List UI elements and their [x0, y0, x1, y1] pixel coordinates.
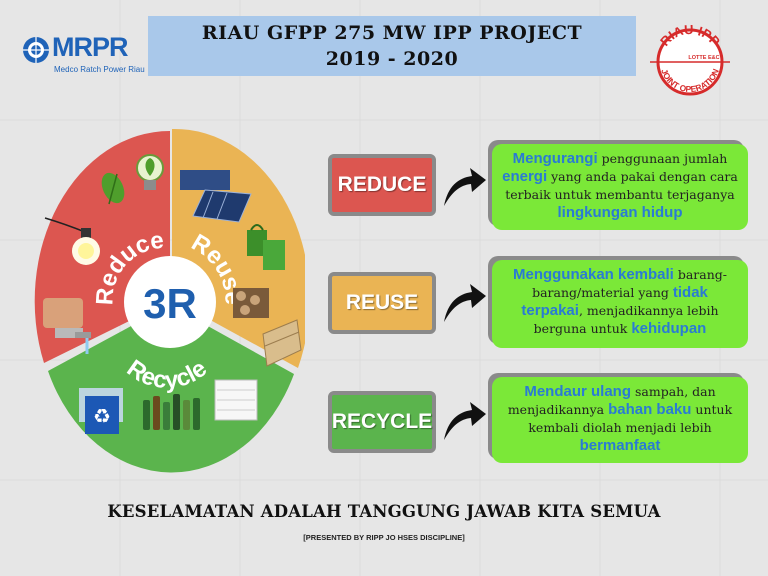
description-text: barang-barang/material yang: [532, 267, 727, 300]
keyword: Menggunakan kembali: [512, 266, 674, 283]
description-text: , menjadikannya lebih berguna untuk: [533, 303, 719, 336]
description-text: penggunaan jumlah: [597, 151, 728, 166]
faucet-icon: [43, 298, 91, 354]
pallets-icon: [262, 319, 302, 367]
svg-text:♻: ♻: [93, 404, 111, 428]
description-text: sampah, dan menjadikannya: [507, 384, 716, 417]
mrpr-subtitle: Medco Ratch Power Riau: [54, 65, 145, 74]
description-text: untuk kembali diolah menjadi lebih: [528, 402, 733, 435]
recycle-description: Mendaur ulang sampah, dan menjadikannya …: [492, 377, 748, 463]
keyword: Mengurangi: [512, 150, 598, 167]
keyword: kehidupan: [631, 320, 707, 337]
mrpr-emblem-icon: [23, 37, 49, 63]
arrow-recycle-icon: [444, 402, 486, 440]
keyword: bermanfaat: [579, 437, 661, 454]
arrow-reduce-icon: [444, 168, 486, 206]
project-years: 2019 - 2020: [325, 48, 459, 70]
reusable-bags-icon: [247, 224, 285, 270]
mrpr-brand: MRPR: [52, 32, 128, 62]
leaf-icon: [101, 172, 125, 205]
mrpr-logo: MRPR Medco Ratch Power Riau: [22, 32, 145, 82]
bottles-icon: [143, 394, 200, 430]
recycle-bin-icon: ♻: [79, 388, 123, 434]
reduce-description: Mengurangi penggunaan jumlah energi yang…: [492, 144, 748, 230]
project-title: RIAU GFPP 275 MW IPP PROJECT: [201, 22, 583, 44]
light-bulb-icon: [44, 217, 100, 265]
solar-panel-icon: [180, 170, 252, 223]
project-title-banner: RIAU GFPP 275 MW IPP PROJECT 2019 - 2020: [148, 16, 636, 76]
lotte-text: LOTTE E&C: [688, 55, 719, 61]
keyword: energi: [502, 168, 548, 185]
keyword: Mendaur ulang: [524, 383, 631, 400]
recycle-button[interactable]: RECYCLE: [328, 391, 436, 453]
wood-logs-icon: [233, 288, 269, 318]
keyword: tidak terpakai: [521, 284, 708, 319]
riau-ipp-logo: RIAU IPP JOINT OPERATION LOTTE E&C: [650, 24, 730, 96]
arrow-reuse-icon: [444, 284, 486, 322]
safety-slogan: KESELAMATAN ADALAH TANGGUNG JAWAB KITA S…: [107, 502, 661, 521]
description-text: yang anda pakai dengan cara terbaik untu…: [505, 169, 738, 202]
reduce-button[interactable]: REDUCE: [328, 154, 436, 216]
paper-stack-icon: [214, 379, 258, 421]
reuse-description: Menggunakan kembali barang-barang/materi…: [492, 260, 748, 348]
keyword: lingkungan hidup: [557, 204, 683, 221]
keyword: bahan baku: [608, 401, 692, 418]
presenter-credit: [PRESENTED BY RIPP JO HSES DISCIPLINE]: [303, 533, 465, 542]
reuse-button[interactable]: REUSE: [328, 272, 436, 334]
wheel-center-label: 3R: [143, 280, 197, 327]
3r-wheel: 3R Reduce Reuse Recycle: [34, 128, 305, 473]
eco-bulb-icon: [136, 154, 164, 190]
